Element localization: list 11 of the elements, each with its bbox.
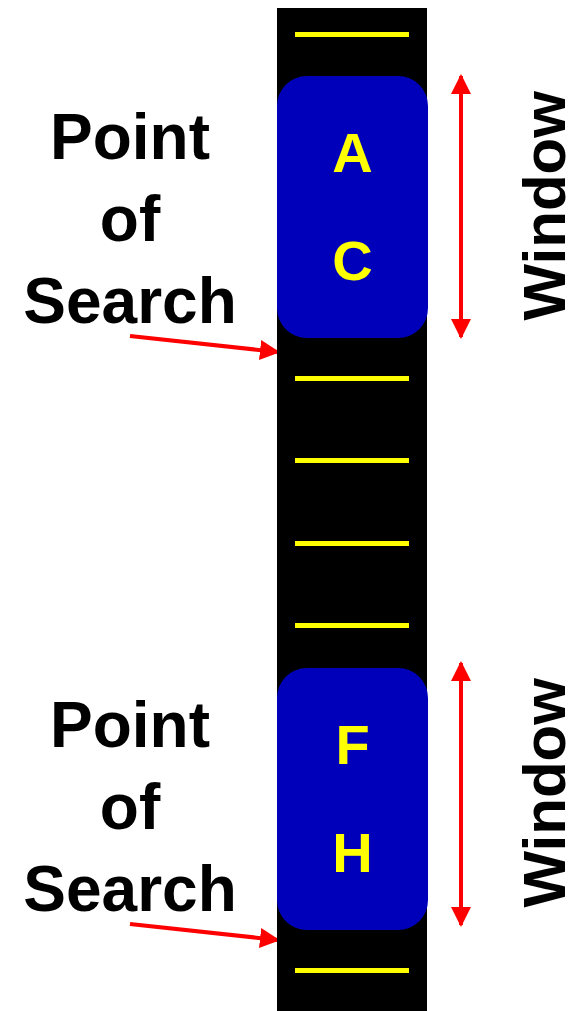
vertical-label: Window [513,678,575,908]
frame-letter: C [332,230,373,291]
frame-letter: H [332,822,373,883]
frame-letter: F [335,715,370,776]
callout-text: Point of Search [20,96,240,342]
frame-box [277,76,428,338]
frame-box [277,668,428,930]
frame-letter: A [332,123,373,184]
callout-text: Point of Search [20,684,240,930]
vertical-label: Window [513,91,575,321]
film-strip [277,8,427,1011]
